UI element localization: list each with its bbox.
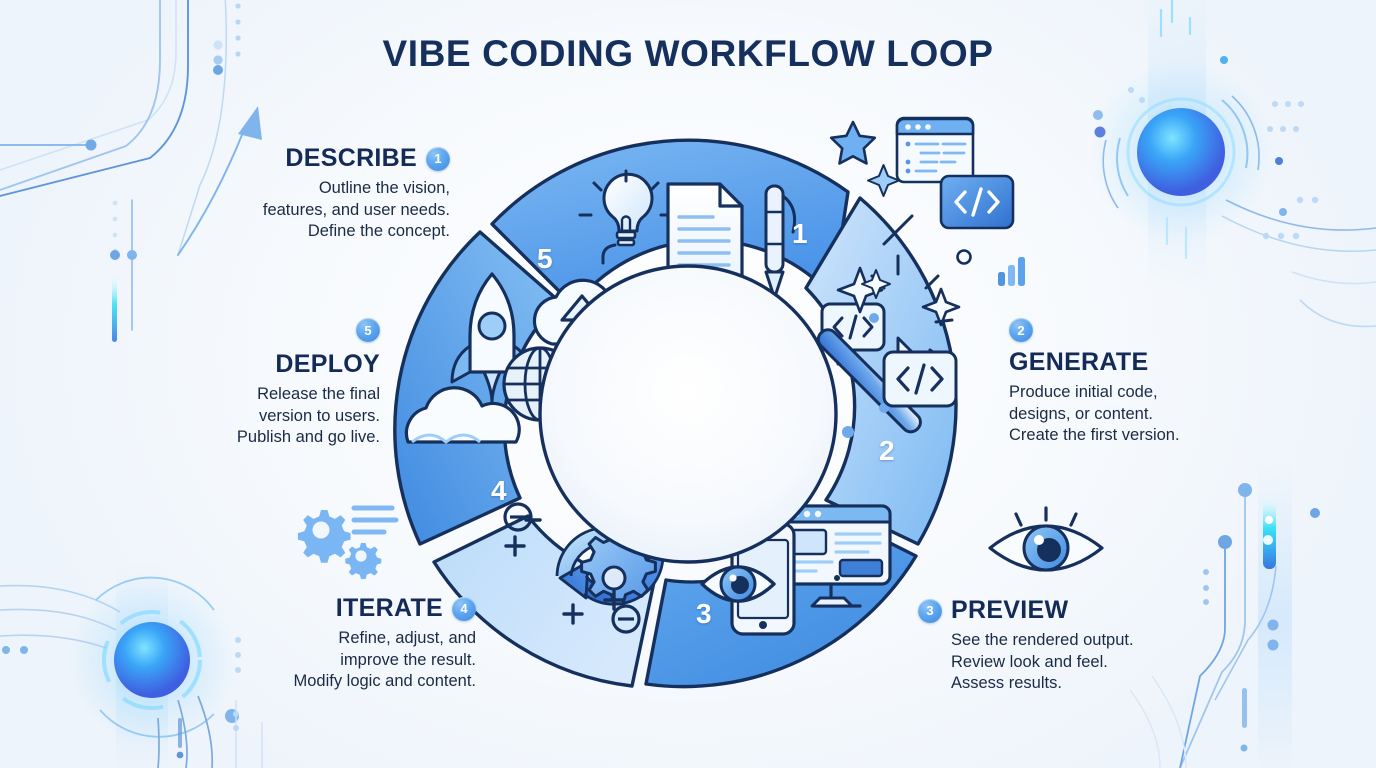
donut-center — [538, 264, 838, 564]
sparkle-icon-decorative — [867, 164, 900, 197]
segment-number-2: 2 — [879, 435, 895, 466]
rocket-icon — [450, 272, 534, 434]
cloud-upload-icon — [532, 278, 626, 360]
eye-icon — [700, 565, 776, 603]
minus-circle-icon — [503, 502, 641, 634]
page-title: VIBE CODING WORKFLOW LOOP — [382, 33, 994, 74]
gears-decorative-icon — [297, 505, 399, 579]
step-generate-badge-row: 2 — [1009, 318, 1269, 342]
refresh-arrows-icon — [555, 526, 665, 606]
dot-cluster-left — [233, 711, 239, 731]
step-deploy-description: Release the final version to users. Publ… — [236, 385, 380, 447]
pen-icon — [764, 184, 797, 300]
lines-icon — [351, 505, 399, 535]
segment-number-3: 3 — [696, 598, 712, 629]
sparkle-icon — [836, 266, 961, 400]
step-describe-badge: 1 — [426, 146, 450, 171]
exhaust-cloud-icon — [404, 386, 521, 444]
lightbulb-icon — [578, 169, 674, 265]
globe-icon — [502, 346, 578, 422]
document-icon — [666, 182, 744, 298]
step-preview-header: 3 PREVIEW — [918, 598, 1218, 623]
gear-icon — [580, 528, 657, 606]
sparkle-rays — [870, 254, 954, 360]
segment-deploy — [393, 230, 626, 546]
segment-preview — [644, 504, 918, 689]
step-preview: 3 PREVIEW See the rendered output. Revie… — [918, 598, 1218, 695]
plus-minus-icon — [504, 518, 625, 625]
sparkle-dots — [808, 313, 889, 438]
step-deploy-badge: 5 — [356, 318, 380, 342]
code-bubble-icon-2 — [882, 336, 958, 408]
step-generate-title: GENERATE — [1009, 348, 1149, 376]
eye-icon-decorative — [988, 506, 1104, 572]
step-deploy-title: DEPLOY — [275, 350, 380, 378]
star-icon — [829, 120, 877, 165]
circuit-traces-bottom-left — [235, 700, 263, 768]
segment-number-1: 1 — [792, 218, 808, 249]
step-describe-title: DESCRIBE — [285, 144, 417, 172]
step-iterate: ITERATE 4 Refine, adjust, and improve th… — [246, 596, 476, 693]
step-describe-description: Outline the vision, features, and user n… — [262, 179, 450, 241]
circle-outline-icon — [956, 249, 972, 265]
smartphone-icon — [730, 522, 796, 636]
sparkle-icon-decorative-2 — [861, 269, 891, 299]
step-generate: 2 GENERATE Produce initial code, designs… — [1009, 318, 1269, 447]
step-preview-title: PREVIEW — [951, 596, 1069, 624]
step-preview-badge: 3 — [918, 598, 942, 623]
magic-wand-icon — [816, 328, 922, 434]
step-iterate-header: ITERATE 4 — [246, 596, 476, 621]
step-deploy: 5 DEPLOY Release the final version to us… — [200, 318, 380, 449]
step-generate-description: Produce initial code, designs, or conten… — [1009, 383, 1180, 445]
code-editor-window-icon — [895, 116, 975, 184]
step-iterate-title: ITERATE — [335, 594, 443, 622]
step-deploy-badge-row: 5 — [200, 318, 380, 342]
diagonal-dash-icon — [882, 214, 914, 246]
bar-chart-icon — [998, 257, 1025, 286]
glow-orb-bottom-left — [0, 560, 241, 768]
step-iterate-badge: 4 — [452, 596, 476, 621]
segment-number-5: 5 — [537, 243, 553, 274]
monitor-icon — [782, 504, 892, 608]
step-describe-header: DESCRIBE 1 — [232, 146, 450, 171]
step-preview-description: See the rendered output. Review look and… — [951, 631, 1134, 693]
step-generate-badge: 2 — [1009, 318, 1033, 342]
step-iterate-description: Refine, adjust, and improve the result. … — [293, 629, 476, 691]
segment-generate — [804, 196, 961, 546]
code-card-icon — [939, 174, 1015, 230]
code-bubble-icon — [820, 302, 886, 366]
segment-number-4: 4 — [491, 475, 507, 506]
step-describe: DESCRIBE 1 Outline the vision, features,… — [232, 146, 450, 243]
